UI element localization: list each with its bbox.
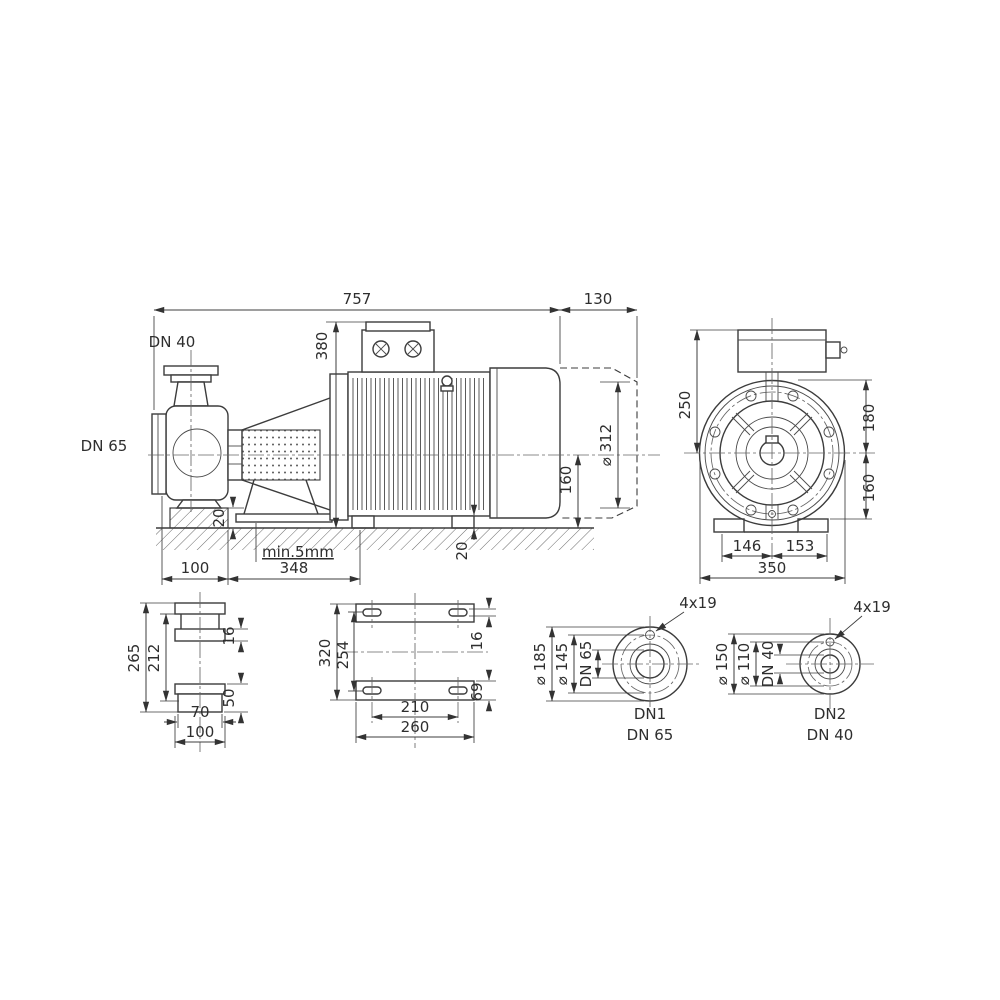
foot-dimensions: 265 212 16 50 70 100 xyxy=(125,602,248,748)
dim-100-side: 100 xyxy=(181,559,210,577)
dim-70: 70 xyxy=(190,703,209,721)
pump-assembly xyxy=(151,365,333,529)
dim-265: 265 xyxy=(125,644,143,673)
lantern-bottom-line xyxy=(241,479,331,511)
support-leg xyxy=(243,479,255,515)
end-foot-left xyxy=(713,518,745,533)
flange2-outer-dim: ⌀ 150 xyxy=(713,643,731,685)
pump-foot xyxy=(175,499,223,509)
terminal-box-end xyxy=(737,329,827,373)
volute-casing xyxy=(165,405,229,501)
dim-100-foot: 100 xyxy=(186,723,215,741)
flange2-size-label: DN 40 xyxy=(807,726,854,744)
dim-160-end: 160 xyxy=(860,474,878,503)
terminal-box-screw-icon xyxy=(372,340,390,358)
dim-180: 180 xyxy=(860,404,878,433)
dim-16-slot: 16 xyxy=(468,631,486,650)
dim-350: 350 xyxy=(758,559,787,577)
end-view: 250 180 160 146 153 350 xyxy=(676,318,878,584)
dim-146: 146 xyxy=(733,537,762,555)
side-view: 757 130 380 DN 40 DN 65 ⌀ 312 160 20 min… xyxy=(81,290,660,585)
end-foot-right xyxy=(797,518,829,533)
flange-dn65-view: 4x19 ⌀ 185 ⌀ 145 DN 65 DN1 DN 65 xyxy=(531,594,717,744)
dim-212: 212 xyxy=(145,644,163,673)
flange2-holes: 4x19 xyxy=(853,598,891,616)
dim-250: 250 xyxy=(676,391,694,420)
dim-320: 320 xyxy=(316,639,334,668)
motor-flange xyxy=(329,373,349,521)
radial-fins xyxy=(731,372,813,519)
motor-assembly xyxy=(329,321,638,529)
flange1-size-label: DN 65 xyxy=(627,726,674,744)
dim-380: 380 xyxy=(313,332,331,361)
flange1-dimensions: ⌀ 185 ⌀ 145 DN 65 xyxy=(531,626,644,702)
dim-20-motor: 20 xyxy=(453,541,471,560)
dim-50: 50 xyxy=(220,688,238,707)
flange2-bore-dim: DN 40 xyxy=(759,641,777,688)
dim-260: 260 xyxy=(401,718,430,736)
flange-bolt-holes xyxy=(709,390,835,516)
motor-fins xyxy=(352,378,486,510)
fan-cover xyxy=(489,367,561,519)
flange-dn40-view: 4x19 ⌀ 150 ⌀ 110 DN 40 DN2 DN 40 xyxy=(713,598,891,744)
note-min-gap: min.5mm xyxy=(262,543,334,561)
flange2-dimensions: ⌀ 150 ⌀ 110 DN 40 xyxy=(713,633,824,695)
motor-foot-rear xyxy=(451,515,475,529)
cable-gland xyxy=(825,341,841,359)
flange2-leader xyxy=(834,615,863,640)
flange1-outer-dim: ⌀ 185 xyxy=(531,643,549,685)
motor-foot-front xyxy=(351,515,375,529)
dim-20-pump: 20 xyxy=(210,508,228,527)
lifting-eye-icon xyxy=(440,375,454,392)
flange1-bore-dim: DN 65 xyxy=(577,641,595,688)
label-dn40: DN 40 xyxy=(149,333,196,351)
baseplate-view: 320 254 16 69 210 260 xyxy=(316,593,496,748)
dim-16-foot: 16 xyxy=(220,626,238,645)
dim-69: 69 xyxy=(468,682,486,701)
flange2-port-label: DN2 xyxy=(814,705,846,723)
dim-348: 348 xyxy=(280,559,309,577)
label-dn65: DN 65 xyxy=(81,437,128,455)
drain-plug xyxy=(768,510,776,518)
foot-detail-view: 265 212 16 50 70 100 xyxy=(125,592,248,752)
dim-d312: ⌀ 312 xyxy=(597,424,615,466)
dim-210: 210 xyxy=(401,698,430,716)
dim-130: 130 xyxy=(584,290,613,308)
suction-flange xyxy=(151,413,167,495)
flange2-bolt-circle-dim: ⌀ 110 xyxy=(735,643,753,685)
side-view-dimensions: 757 130 380 DN 40 DN 65 ⌀ 312 160 20 min… xyxy=(81,290,638,585)
flange1-leader xyxy=(655,611,685,632)
flange1-outer-circle xyxy=(612,626,688,702)
dim-254: 254 xyxy=(334,641,352,670)
flange1-holes: 4x19 xyxy=(679,594,717,612)
dim-153: 153 xyxy=(786,537,815,555)
flange1-port-label: DN1 xyxy=(634,705,666,723)
dim-757: 757 xyxy=(343,290,372,308)
ground-hatch xyxy=(156,528,594,550)
cable-gland-tip xyxy=(840,346,848,354)
lantern-top-line xyxy=(241,397,331,431)
end-view-dimensions: 250 180 160 146 153 350 xyxy=(676,329,878,584)
terminal-box-screw-icon xyxy=(404,340,422,358)
dim-160-side: 160 xyxy=(557,466,575,495)
volute-inner-contour xyxy=(172,428,222,478)
support-leg xyxy=(305,479,319,515)
support-base xyxy=(235,513,333,523)
terminal-box-lid xyxy=(365,321,431,332)
flange1-bolt-circle-dim: ⌀ 145 xyxy=(553,643,571,685)
foundation xyxy=(156,527,594,550)
baseplate-dimensions: 320 254 16 69 210 260 xyxy=(316,597,496,743)
